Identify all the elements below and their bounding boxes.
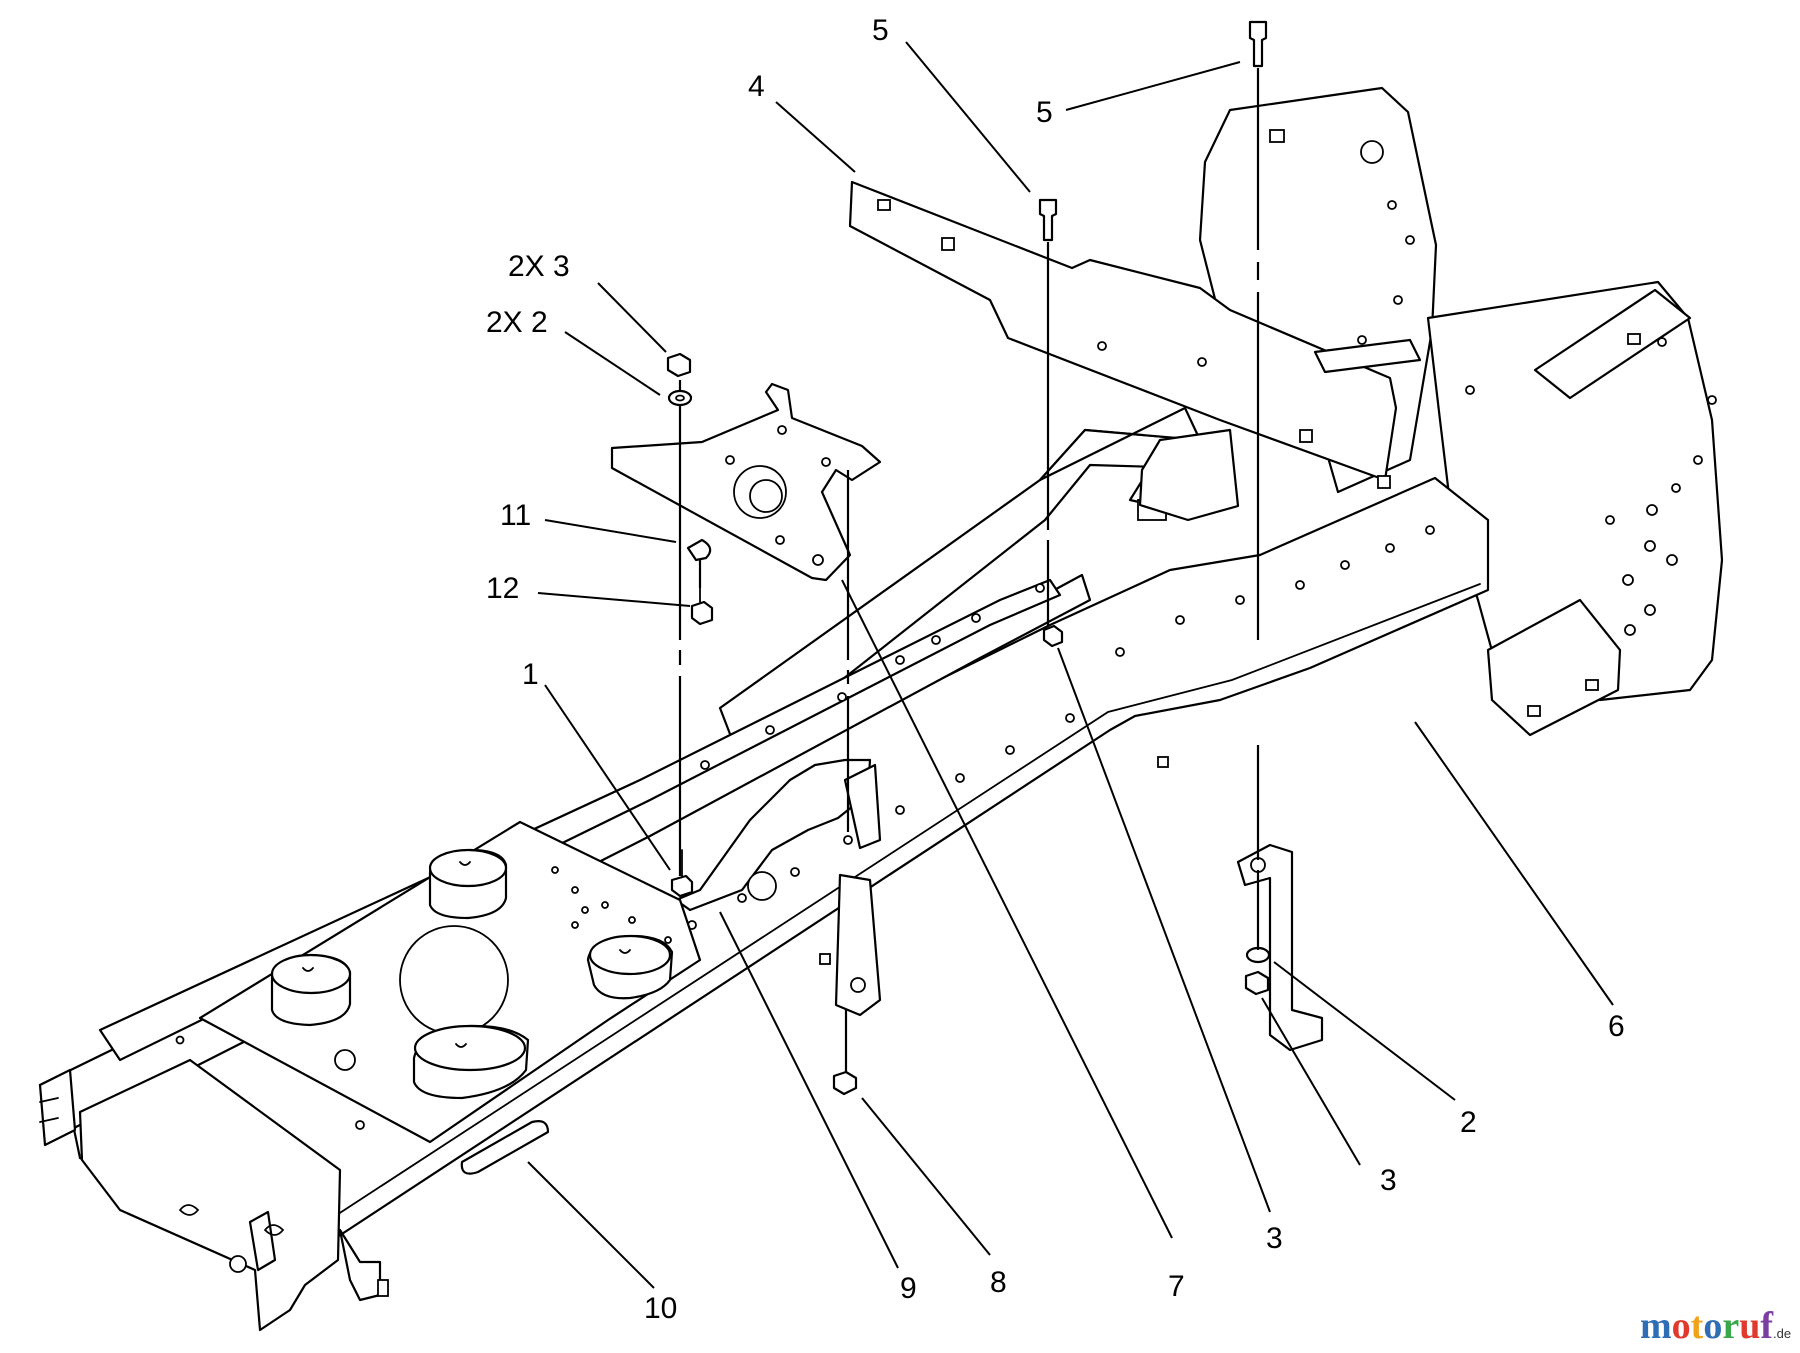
slot-cover-part-10 bbox=[460, 1120, 550, 1175]
callout-11: 11 bbox=[500, 499, 531, 532]
rubber-mount-4 bbox=[412, 1024, 530, 1100]
watermark-letter: r bbox=[1722, 1305, 1739, 1347]
bolt-part-12 bbox=[690, 587, 714, 626]
bolt-part-5-upper bbox=[1248, 20, 1268, 68]
callout-8: 8 bbox=[990, 1266, 1007, 1299]
callout-12: 12 bbox=[486, 572, 519, 605]
callout-3-right: 3 bbox=[1380, 1164, 1397, 1197]
watermark-suffix: .de bbox=[1773, 1326, 1791, 1341]
leader-lines bbox=[527, 41, 1614, 1289]
bolt-part-5-lower bbox=[1038, 198, 1058, 242]
lower-right-bracket bbox=[1236, 843, 1324, 1052]
callout-2: 2 bbox=[1460, 1106, 1477, 1139]
front-frame-end bbox=[38, 1058, 389, 1332]
callout-3-center: 3 bbox=[1266, 1222, 1283, 1255]
watermark-letter: f bbox=[1760, 1305, 1774, 1347]
mount-plate-part-9 bbox=[674, 758, 882, 1017]
clip-part-11 bbox=[686, 538, 712, 562]
crossmember-bar-part-4 bbox=[848, 180, 1398, 489]
bolt-part-1 bbox=[670, 849, 694, 898]
watermark-logo: motoruf.de bbox=[1640, 1305, 1791, 1347]
nut-part-3-right bbox=[1244, 970, 1270, 996]
callout-9: 9 bbox=[900, 1272, 917, 1305]
callout-6: 6 bbox=[1608, 1010, 1625, 1043]
callout-7: 7 bbox=[1168, 1270, 1185, 1303]
svg-text:motoruf.de: motoruf.de bbox=[1640, 1305, 1791, 1347]
watermark-letter: o bbox=[1672, 1305, 1691, 1347]
rubber-mount-2 bbox=[270, 953, 352, 1027]
front-engine-plate bbox=[198, 820, 702, 1144]
rubber-mount-3 bbox=[586, 934, 674, 1000]
center-bracket bbox=[1138, 338, 1422, 522]
rear-side-plate-right bbox=[1426, 280, 1724, 702]
watermark-letter: u bbox=[1739, 1305, 1760, 1347]
mount-plate-part-7 bbox=[610, 382, 882, 582]
rubber-mount-1 bbox=[428, 848, 508, 920]
washer-part-2-right bbox=[1245, 946, 1271, 964]
callout-labels: 2X 3 2X 2 11 12 1 4 5 5 6 2 3 3 7 8 9 10 bbox=[486, 14, 1625, 1325]
callout-5-top: 5 bbox=[872, 14, 889, 47]
callout-10: 10 bbox=[644, 1292, 677, 1325]
watermark-letter: o bbox=[1703, 1305, 1722, 1347]
nut-part-8 bbox=[832, 1070, 858, 1096]
watermark-letter: t bbox=[1691, 1305, 1704, 1347]
nut-part-3-center bbox=[1042, 624, 1064, 648]
watermark-letter: m bbox=[1640, 1305, 1672, 1347]
callout-2x3: 2X 3 bbox=[508, 250, 570, 283]
callout-5-mid: 5 bbox=[1036, 96, 1053, 129]
callout-2x2: 2X 2 bbox=[486, 306, 548, 339]
callout-1: 1 bbox=[522, 658, 539, 691]
assembly-axis-lines bbox=[678, 68, 1260, 1072]
washer-2x2 bbox=[667, 389, 693, 407]
nut-2x3 bbox=[666, 352, 692, 378]
callout-4: 4 bbox=[748, 70, 765, 103]
rear-mount-bracket bbox=[1486, 598, 1622, 737]
